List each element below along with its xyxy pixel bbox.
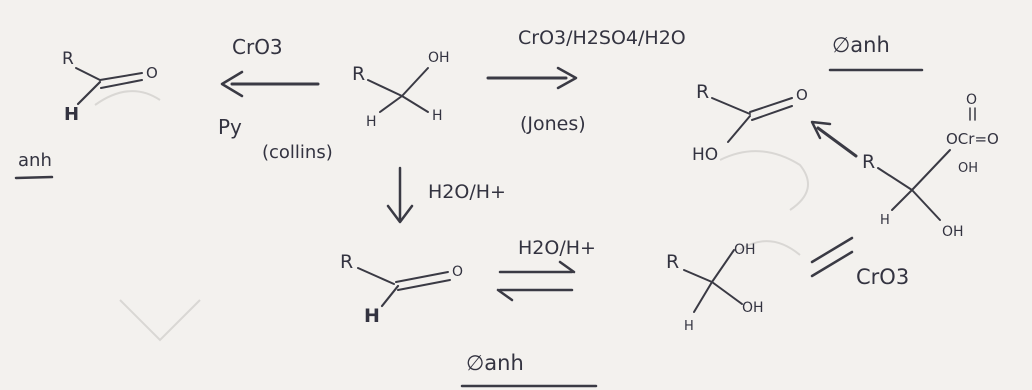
- atom-r: R: [862, 151, 875, 173]
- atom-h: H: [364, 305, 380, 327]
- bond-r-c: [711, 97, 751, 115]
- atom-oh: OH: [942, 224, 964, 240]
- bond-cr-oxo: [969, 107, 976, 121]
- aldehyde-aqueous: R H O: [340, 251, 463, 327]
- equilibrium-arrows: [496, 260, 576, 302]
- ester-cr-o: OCr=O: [946, 130, 999, 148]
- note-aqueous-top: ∅anh: [832, 33, 890, 57]
- reagent-equilibrium: H2O/H+: [518, 237, 596, 259]
- bond-c-o-1: [749, 97, 793, 113]
- hydration-arrow: [386, 166, 414, 224]
- bond-c-oh: [727, 115, 751, 143]
- atom-r: R: [340, 251, 353, 273]
- bond-c-oh: [401, 67, 429, 97]
- atom-oh: OH: [428, 50, 450, 66]
- carboxylic-acid: R O HO: [692, 81, 808, 165]
- ester-to-acid-arrow: [810, 120, 858, 158]
- atom-r: R: [352, 63, 365, 85]
- atom-oh: OH: [734, 242, 756, 258]
- atom-o: O: [146, 64, 158, 82]
- jones-arrow: [486, 66, 578, 90]
- background-ghost-marks: [94, 90, 809, 342]
- atom-r: R: [666, 251, 679, 273]
- atom-ho: HO: [692, 145, 718, 165]
- reagent-collins-top: CrO3: [232, 35, 283, 59]
- bond-c-o-2: [751, 105, 793, 121]
- primary-alcohol: R OH H H: [352, 50, 450, 130]
- atom-r: R: [62, 49, 74, 69]
- atom-h: H: [432, 108, 443, 124]
- note-aqueous-bottom: ∅anh: [466, 351, 524, 375]
- bond-c-oh: [711, 249, 735, 283]
- bond-c-o-1: [99, 72, 143, 81]
- underline-anhydrous: [14, 175, 54, 180]
- bond-c-o-2: [100, 79, 143, 89]
- bond-r-c: [683, 269, 713, 283]
- bond-c-h: [693, 281, 713, 313]
- bond-r-c: [75, 67, 101, 81]
- bond-c-h: [379, 95, 403, 113]
- reagent-hydration: H2O/H+: [428, 181, 506, 203]
- note-anhydrous: anh: [18, 150, 52, 171]
- reagent-collins-name: (collins): [262, 142, 333, 163]
- atom-h: H: [64, 104, 79, 125]
- atom-h: H: [684, 319, 694, 334]
- atom-h: H: [366, 114, 377, 130]
- reagent-jones-name: (Jones): [520, 113, 586, 135]
- bond-c-oh: [911, 189, 941, 221]
- reagent-collins-bottom: Py: [218, 115, 242, 139]
- bond-h-c: [76, 80, 102, 106]
- bond-c-h: [891, 189, 913, 211]
- reagent-chromate: CrO3: [856, 265, 909, 289]
- gem-diol: R OH H OH: [666, 242, 764, 334]
- bond-c-o-2: [397, 279, 451, 291]
- bond-r-c: [877, 167, 913, 191]
- atom-o: O: [796, 86, 808, 104]
- bond-c-o-1: [395, 271, 449, 283]
- bond-c-oh: [711, 281, 743, 305]
- bond-c-h: [401, 95, 429, 113]
- bond-c-ocr: [911, 149, 951, 191]
- bond-r-c: [357, 267, 395, 285]
- chromate-ester: O OCr=O OH R H OH: [862, 92, 999, 240]
- atom-o: O: [452, 264, 463, 280]
- atom-oh: OH: [742, 300, 764, 316]
- chromate-formation-arrows: [810, 236, 854, 278]
- aldehyde-anhydrous: R H O: [62, 49, 158, 125]
- reagent-jones-top: CrO3/H2SO4/H2O: [518, 27, 686, 49]
- bond-h-c: [380, 284, 400, 308]
- atom-h: H: [880, 213, 890, 228]
- ester-oxo-o: O: [966, 92, 977, 108]
- atom-r: R: [696, 81, 709, 103]
- bond-r-c: [367, 79, 403, 97]
- collins-arrow: [220, 70, 320, 98]
- ester-cr-oh: OH: [958, 161, 978, 176]
